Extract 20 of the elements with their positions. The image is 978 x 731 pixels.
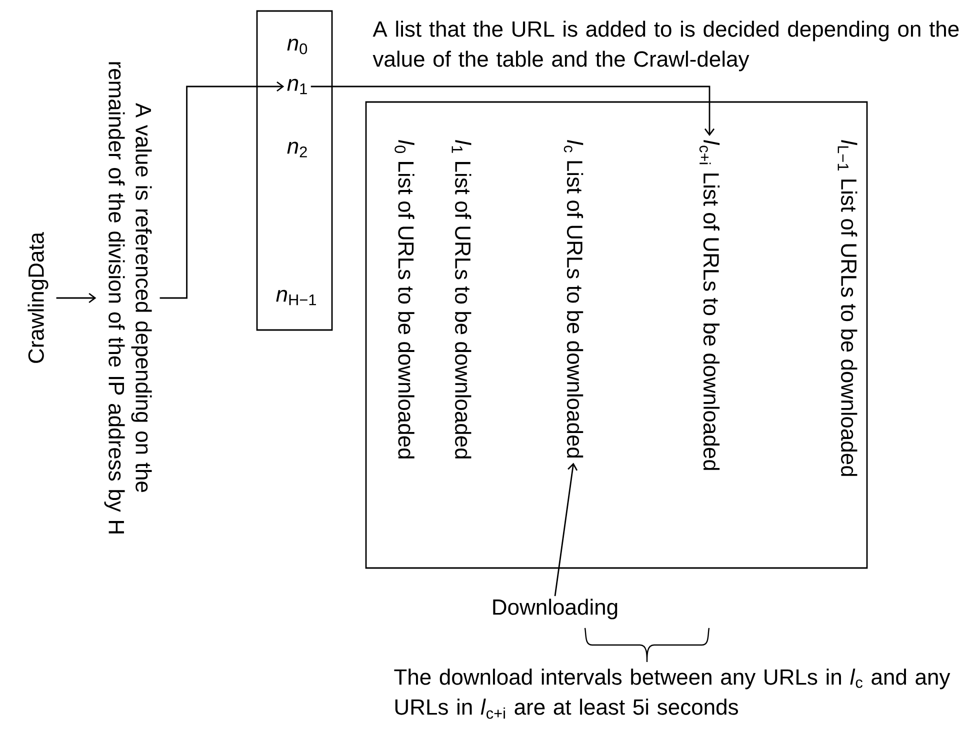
list-box [365, 101, 868, 569]
list-label: l$_{c+i}$ List of URLs to be downloaded [699, 140, 720, 470]
arrow [56, 292, 96, 304]
note-text: A list that the URL is added to is decided depending on the value of the table and the Crawl-delay [372, 20, 959, 72]
list-label: l$_{L−1}$ List of URLs to be downloaded [838, 140, 858, 476]
list-label: l$_{c}$ List of URLs to be downloaded [564, 140, 584, 458]
arrow [160, 81, 284, 299]
arrow [554, 462, 578, 596]
process-text: A value is referenced depending on the remainder of the division of the IP address by H [104, 62, 152, 534]
entry-label: n$_{1}$ [287, 78, 307, 94]
arrow [310, 86, 715, 136]
table-box [256, 10, 333, 331]
list-label: l$_{1}$ List of URLs to be downloaded [452, 140, 472, 458]
entry-label: n$_{2}$ [287, 142, 307, 158]
entry-label: n$_{H−1}$ [276, 290, 316, 306]
entry-label: n$_{0}$ [287, 38, 308, 54]
process-text: Downloading [493, 598, 618, 620]
list-label: l$_{0}$ List of URLs to be downloaded [394, 140, 414, 458]
data-label: CrawlingData [28, 232, 48, 363]
note-text: The download intervals between any URLs in l$_{c}$ and any URLs in l$_{c+i}$ are at least 5i seconds [394, 668, 950, 719]
